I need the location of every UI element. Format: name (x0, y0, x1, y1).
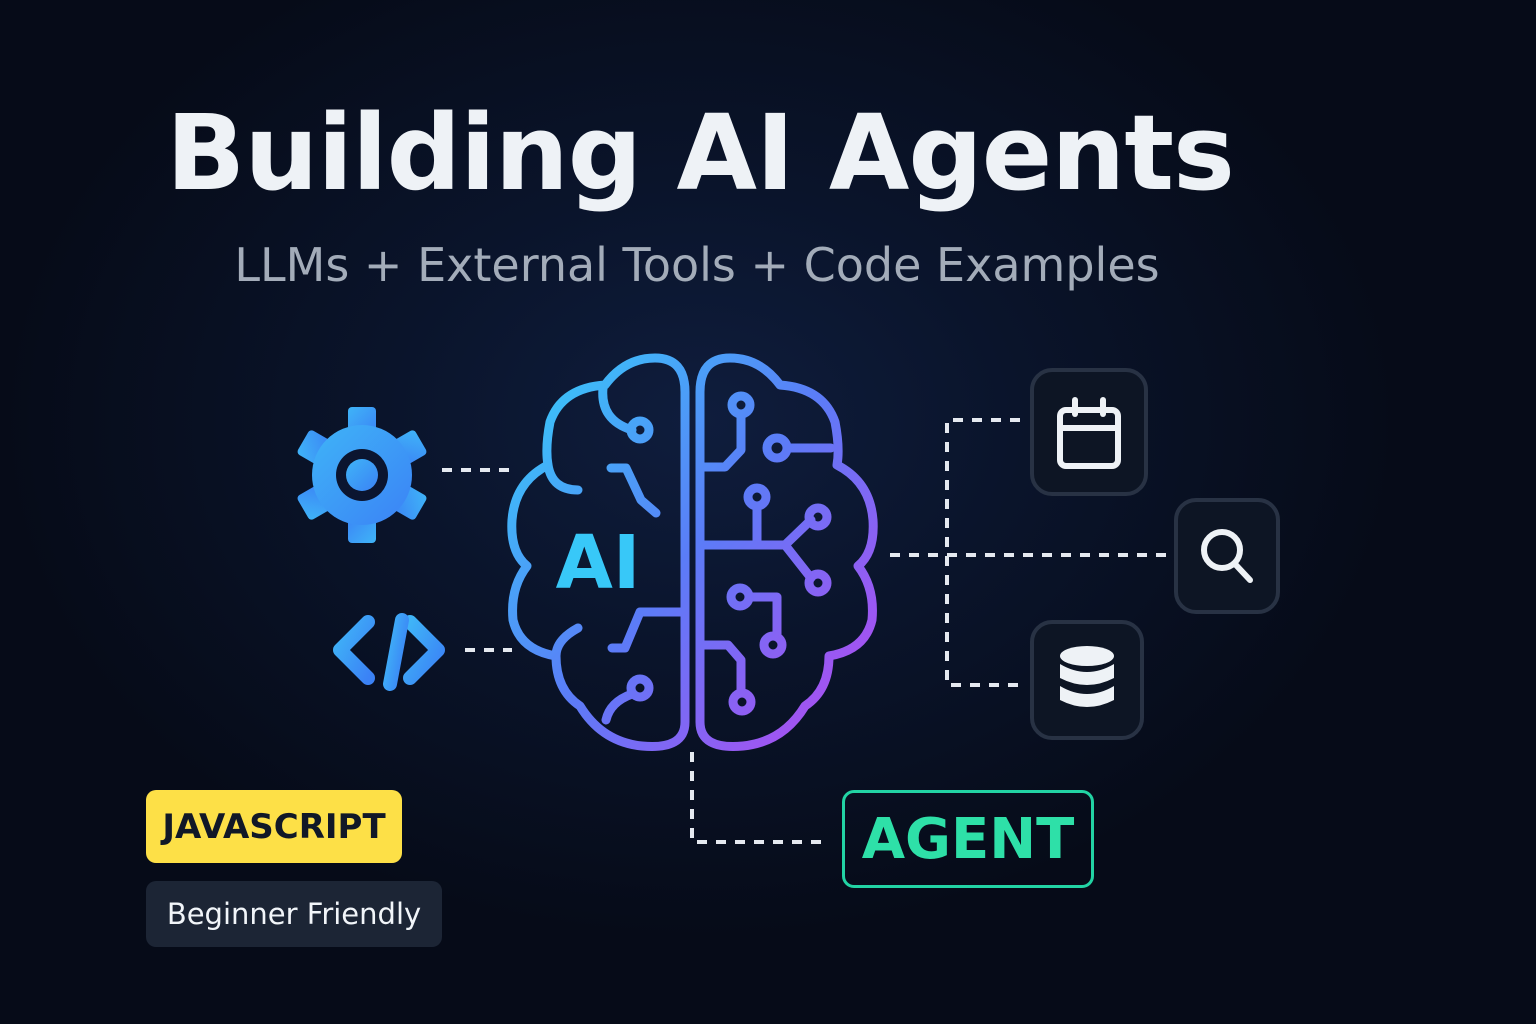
calendar-tool-box (1030, 368, 1148, 496)
database-tool-box (1030, 620, 1144, 740)
gear-icon (297, 407, 427, 543)
level-badge: Beginner Friendly (146, 881, 442, 947)
brain-label: AI (556, 520, 641, 606)
code-icon (333, 613, 445, 691)
page-title: Building AI Agents (166, 92, 1235, 214)
connector-lines (442, 418, 1168, 844)
agent-box: AGENT (842, 790, 1094, 888)
brain-icon (507, 353, 878, 751)
language-badge: JAVASCRIPT (146, 790, 402, 863)
page-subtitle: LLMs + External Tools + Code Examples (234, 238, 1160, 292)
search-tool-box (1174, 498, 1280, 614)
